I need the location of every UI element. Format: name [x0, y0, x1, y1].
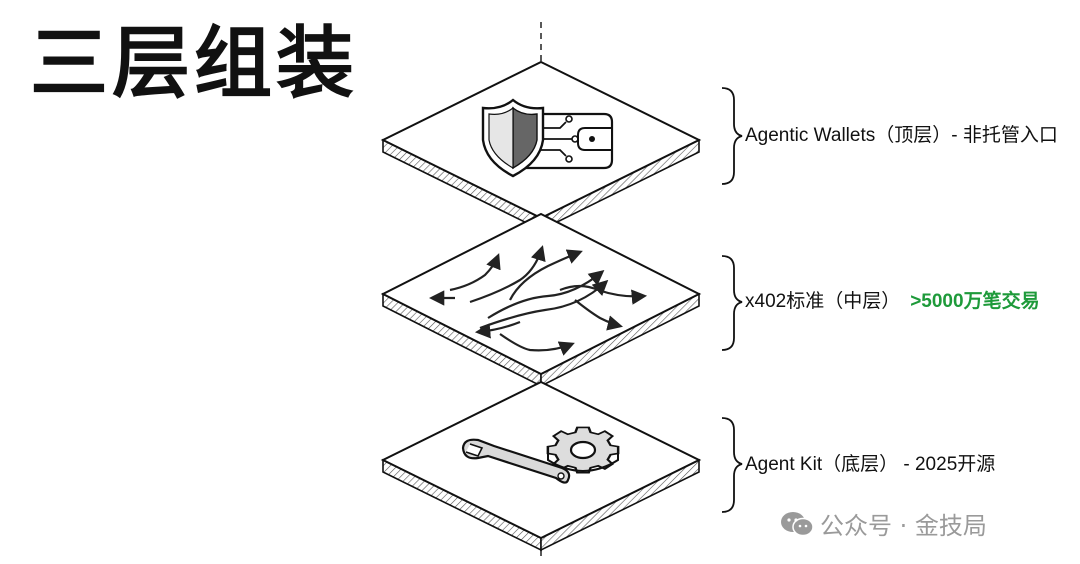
- bottom-layer-label: Agent Kit（底层） - 2025开源: [745, 453, 995, 477]
- middle-layer-label-text: x402标准（中层）: [745, 291, 901, 312]
- wrench-gear-icon: [461, 426, 620, 484]
- brace-middle: [721, 255, 743, 351]
- middle-layer-highlight: >5000万笔交易: [910, 291, 1040, 312]
- watermark: 公众号 · 金技局: [780, 506, 987, 541]
- middle-layer-plate: [380, 212, 702, 388]
- page-title: 三层组装: [30, 19, 359, 109]
- wechat-icon: [781, 511, 814, 536]
- flow-arrows-icon: [428, 245, 648, 356]
- bottom-layer-label-text: Agent Kit（底层） - 2025开源: [745, 454, 996, 475]
- top-layer-label: Agentic Wallets（顶层）- 非托管入口: [745, 124, 1058, 148]
- middle-layer-label: x402标准（中层） >5000万笔交易: [745, 290, 1040, 314]
- watermark-text: 公众号 · 金技局: [820, 512, 987, 540]
- top-layer-label-text: Agentic Wallets（顶层）- 非托管入口: [745, 125, 1058, 146]
- bottom-layer-plate: [380, 380, 702, 552]
- shield-wallet-icon: [481, 98, 614, 178]
- brace-bottom: [721, 417, 743, 513]
- brace-top: [721, 87, 743, 185]
